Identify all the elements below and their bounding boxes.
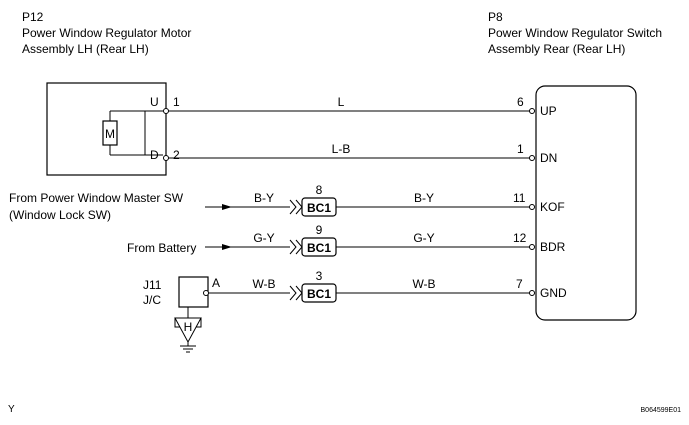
wire-up-color: L (338, 95, 345, 109)
motor-pin-u-num: 1 (173, 95, 180, 109)
ground-symbol-letter: H (184, 320, 193, 334)
bdr-color-in: G-Y (253, 231, 274, 245)
kof-color-out: B-Y (414, 191, 434, 205)
wire-dn (163, 155, 535, 161)
motor-symbol-letter: M (105, 127, 115, 141)
switch-code: P8 (488, 10, 503, 24)
footer-right: B064599E01 (641, 407, 682, 414)
terminal-dn: DN (540, 151, 557, 165)
terminal-up: UP (540, 104, 557, 118)
connector-bc1-9-num: 9 (316, 223, 323, 237)
connector-bc1-8-label: BC1 (307, 201, 331, 215)
footer-left: Y (8, 404, 15, 415)
kof-pin: 11 (513, 191, 526, 205)
motor-pin-d-num: 2 (173, 148, 180, 162)
motor-pin-d-letter: D (150, 148, 159, 162)
switch-box (535, 85, 637, 321)
motor-symbol: M (102, 110, 163, 156)
terminal-gnd: GND (540, 286, 567, 300)
junction-pin: A (212, 276, 220, 290)
bdr-pin: 12 (513, 231, 527, 245)
connector-bc1-3-num: 3 (316, 269, 323, 283)
wire-dn-color: L-B (332, 142, 351, 156)
terminal-bdr: BDR (540, 240, 566, 254)
switch-name-line1: Power Window Regulator Switch (488, 26, 662, 40)
ground-symbol (174, 317, 202, 353)
connector-bc1-8-num: 8 (316, 183, 323, 197)
wire-bdr (205, 239, 535, 255)
junction-code: J11 (143, 278, 162, 292)
gnd-pin: 7 (516, 277, 523, 291)
kof-source: From Power Window Master SW (9, 191, 184, 205)
kof-color-in: B-Y (254, 191, 274, 205)
wire-up-pin: 6 (517, 95, 524, 109)
wire-up (163, 108, 535, 114)
gnd-color-in: W-B (252, 277, 275, 291)
connector-bc1-8 (301, 197, 337, 217)
motor-name-line1: Power Window Regulator Motor (22, 26, 191, 40)
motor-pin-u-letter: U (150, 95, 159, 109)
kof-source-line2: (Window Lock SW) (9, 208, 111, 222)
switch-name-line2: Assembly Rear (Rear LH) (488, 42, 625, 56)
bdr-color-out: G-Y (413, 231, 434, 245)
connector-bc1-3 (301, 283, 337, 303)
connector-bc1-3-label: BC1 (307, 287, 331, 301)
connector-bc1-9-label: BC1 (307, 241, 331, 255)
terminal-kof: KOF (540, 200, 565, 214)
motor-code: P12 (22, 10, 44, 24)
junction-type: J/C (143, 293, 161, 307)
junction-block (178, 276, 209, 318)
gnd-color-out: W-B (412, 277, 435, 291)
motor-name-line2: Assembly LH (Rear LH) (22, 42, 149, 56)
wire-dn-pin: 1 (517, 142, 524, 156)
connector-bc1-9 (301, 237, 337, 257)
bdr-source: From Battery (127, 241, 196, 255)
